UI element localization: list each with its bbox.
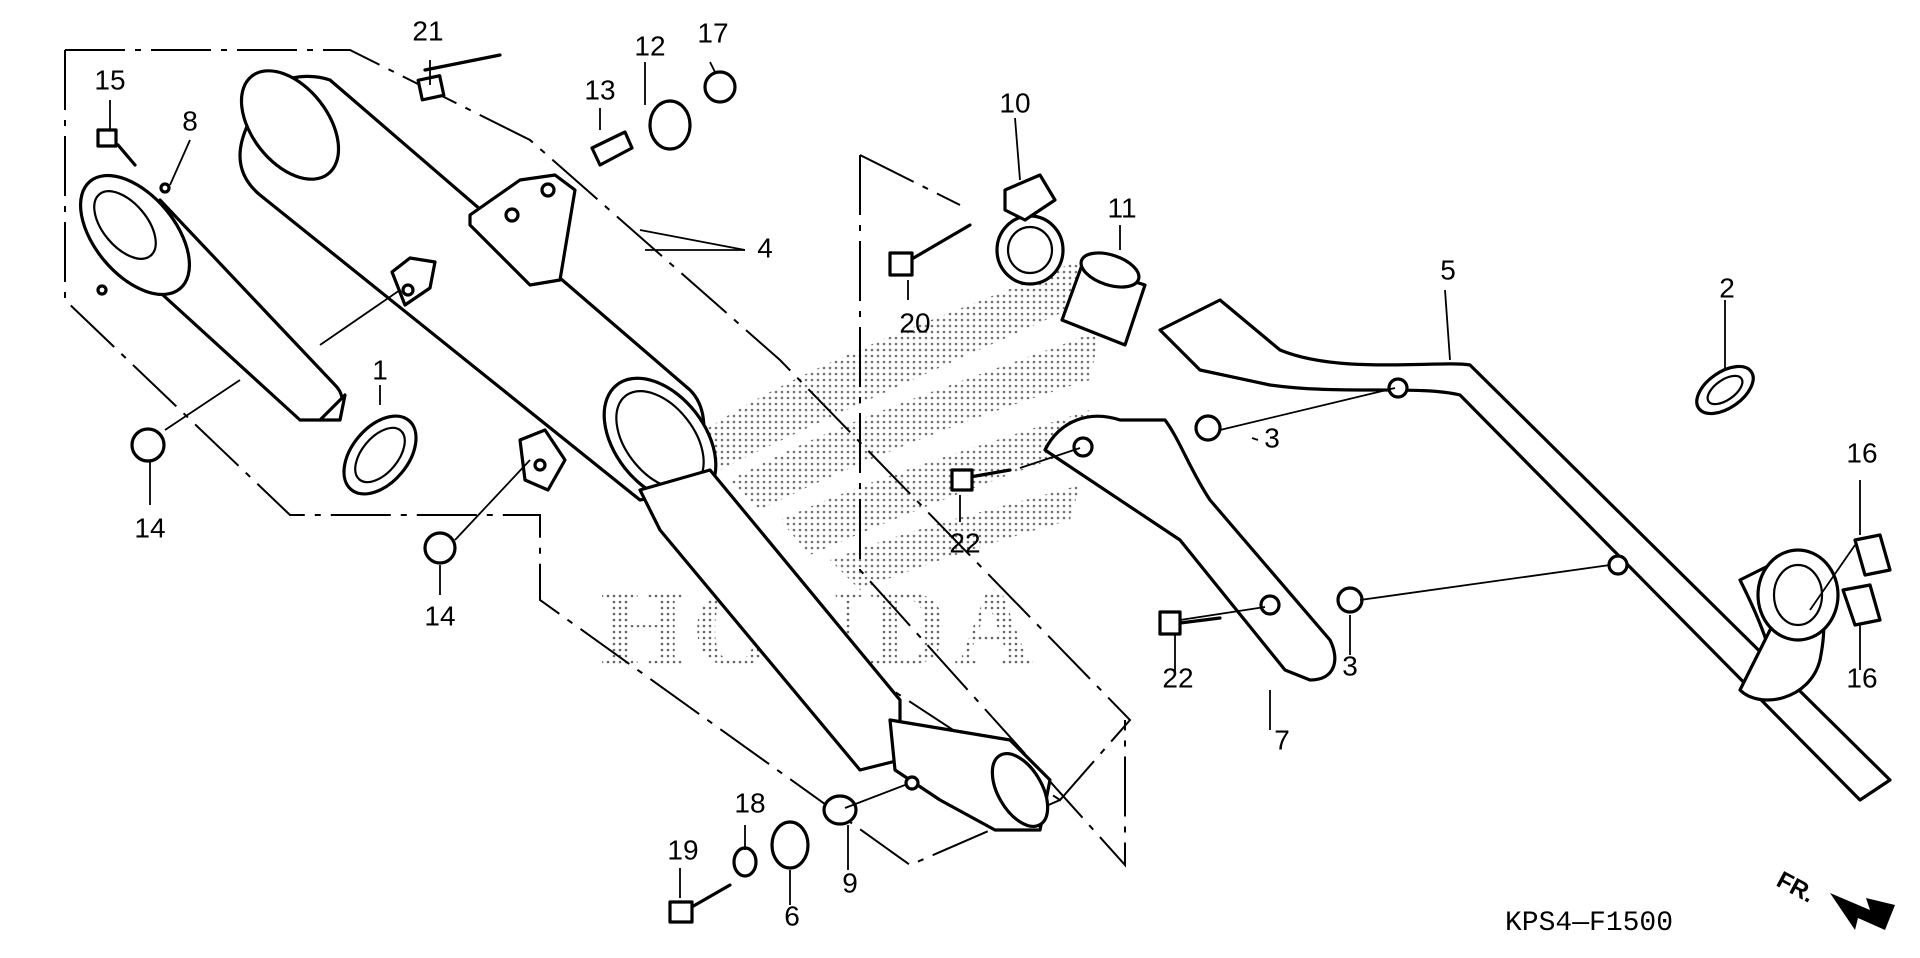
- callout-18: 18: [734, 787, 765, 818]
- callout-3: 3: [1342, 650, 1358, 681]
- callout-14: 14: [134, 512, 165, 543]
- fasteners: [96, 53, 1892, 924]
- gasket-1: [342, 414, 418, 496]
- muffler-body: [238, 69, 718, 504]
- callout-4: 4: [757, 232, 773, 263]
- callout-14: 14: [424, 600, 455, 631]
- honda-wing-watermark: [690, 250, 1100, 590]
- callout-12: 12: [634, 30, 665, 61]
- callout-2: 2: [1719, 272, 1735, 303]
- callout-6: 6: [784, 900, 800, 931]
- callout-21: 21: [412, 15, 443, 46]
- leader-lines: [109, 60, 1861, 905]
- callout-16: 16: [1846, 437, 1877, 468]
- joint-collar-11: [1060, 251, 1147, 347]
- callout-22: 22: [949, 527, 980, 558]
- callout-22: 22: [1162, 662, 1193, 693]
- callout-1: 1: [372, 354, 388, 385]
- callout-7: 7: [1274, 724, 1290, 755]
- band-clamp-10: [995, 173, 1065, 286]
- muffler-pipe: [638, 468, 1052, 832]
- callout-15: 15: [94, 64, 125, 95]
- callout-19: 19: [667, 834, 698, 865]
- callout-20: 20: [899, 307, 930, 338]
- front-mark-label: FR.: [1772, 866, 1819, 908]
- callout-17: 17: [697, 17, 728, 48]
- callout-16: 16: [1846, 662, 1877, 693]
- callout-5: 5: [1440, 254, 1456, 285]
- exhaust-pipe: [1158, 298, 1892, 802]
- heat-guard: [1043, 414, 1337, 682]
- assembly-group-lines: [64, 49, 1132, 868]
- gasket-2: [1695, 364, 1755, 416]
- front-direction-arrow: FR.: [1772, 866, 1895, 930]
- callout-8: 8: [182, 105, 198, 136]
- spark-arrester: [78, 173, 347, 422]
- callout-labels: 1 2 3 3 4 5 6 7 8 9 10 11 12 13 14 14 15…: [94, 15, 1877, 931]
- callout-13: 13: [584, 74, 615, 105]
- callout-11: 11: [1107, 192, 1136, 223]
- callout-9: 9: [842, 867, 858, 898]
- callout-3: 3: [1264, 422, 1280, 453]
- callout-10: 10: [999, 87, 1030, 118]
- diagram-code: KPS4—F1500: [1505, 908, 1673, 939]
